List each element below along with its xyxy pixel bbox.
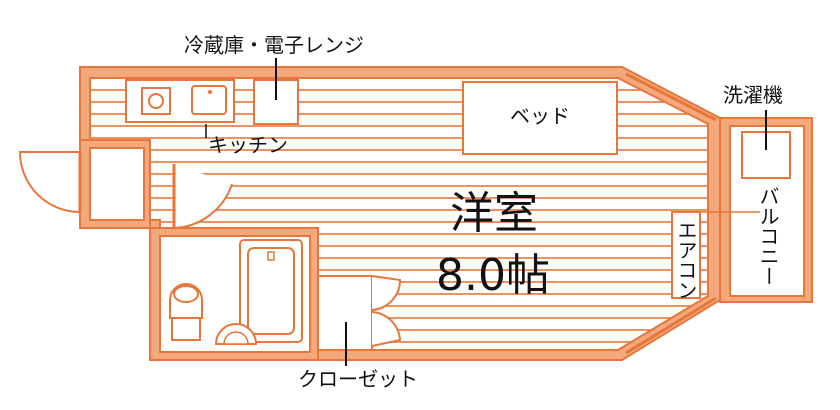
- bath-drain: [267, 251, 275, 261]
- window-bottom-diagonal: [625, 296, 717, 355]
- fridge-range-label: 冷蔵庫・電子レンジ: [184, 33, 364, 57]
- aircon-label: エアコン: [674, 220, 698, 300]
- entrance-floor: [89, 147, 145, 221]
- entry-door-swing: [18, 151, 81, 213]
- kitchen-label: キッチン: [208, 133, 288, 157]
- stove-left: [141, 87, 171, 115]
- toilet-bowl: [173, 285, 199, 303]
- balcony-floor: [729, 125, 805, 297]
- washbasin-inner: [223, 331, 249, 345]
- bed-label: ベッド: [510, 104, 570, 128]
- window-top-diagonal: [625, 72, 717, 122]
- room-name-label: 洋室: [450, 188, 538, 239]
- bed: [462, 81, 618, 155]
- sink: [191, 85, 227, 115]
- room-size-label: 8.0帖: [436, 250, 550, 301]
- closet-label: クローゼット: [298, 367, 418, 391]
- closet-door-bottom: [371, 311, 402, 347]
- toilet-tank: [171, 317, 201, 341]
- closet-door-top: [371, 275, 402, 311]
- bathtub-inner: [247, 247, 295, 335]
- aircon-box: [671, 211, 701, 299]
- burner-left: [148, 93, 164, 109]
- balcony-label: バルコニー: [756, 186, 780, 286]
- washer-label: 洗濯機: [723, 83, 783, 107]
- sink-drain: [208, 90, 212, 94]
